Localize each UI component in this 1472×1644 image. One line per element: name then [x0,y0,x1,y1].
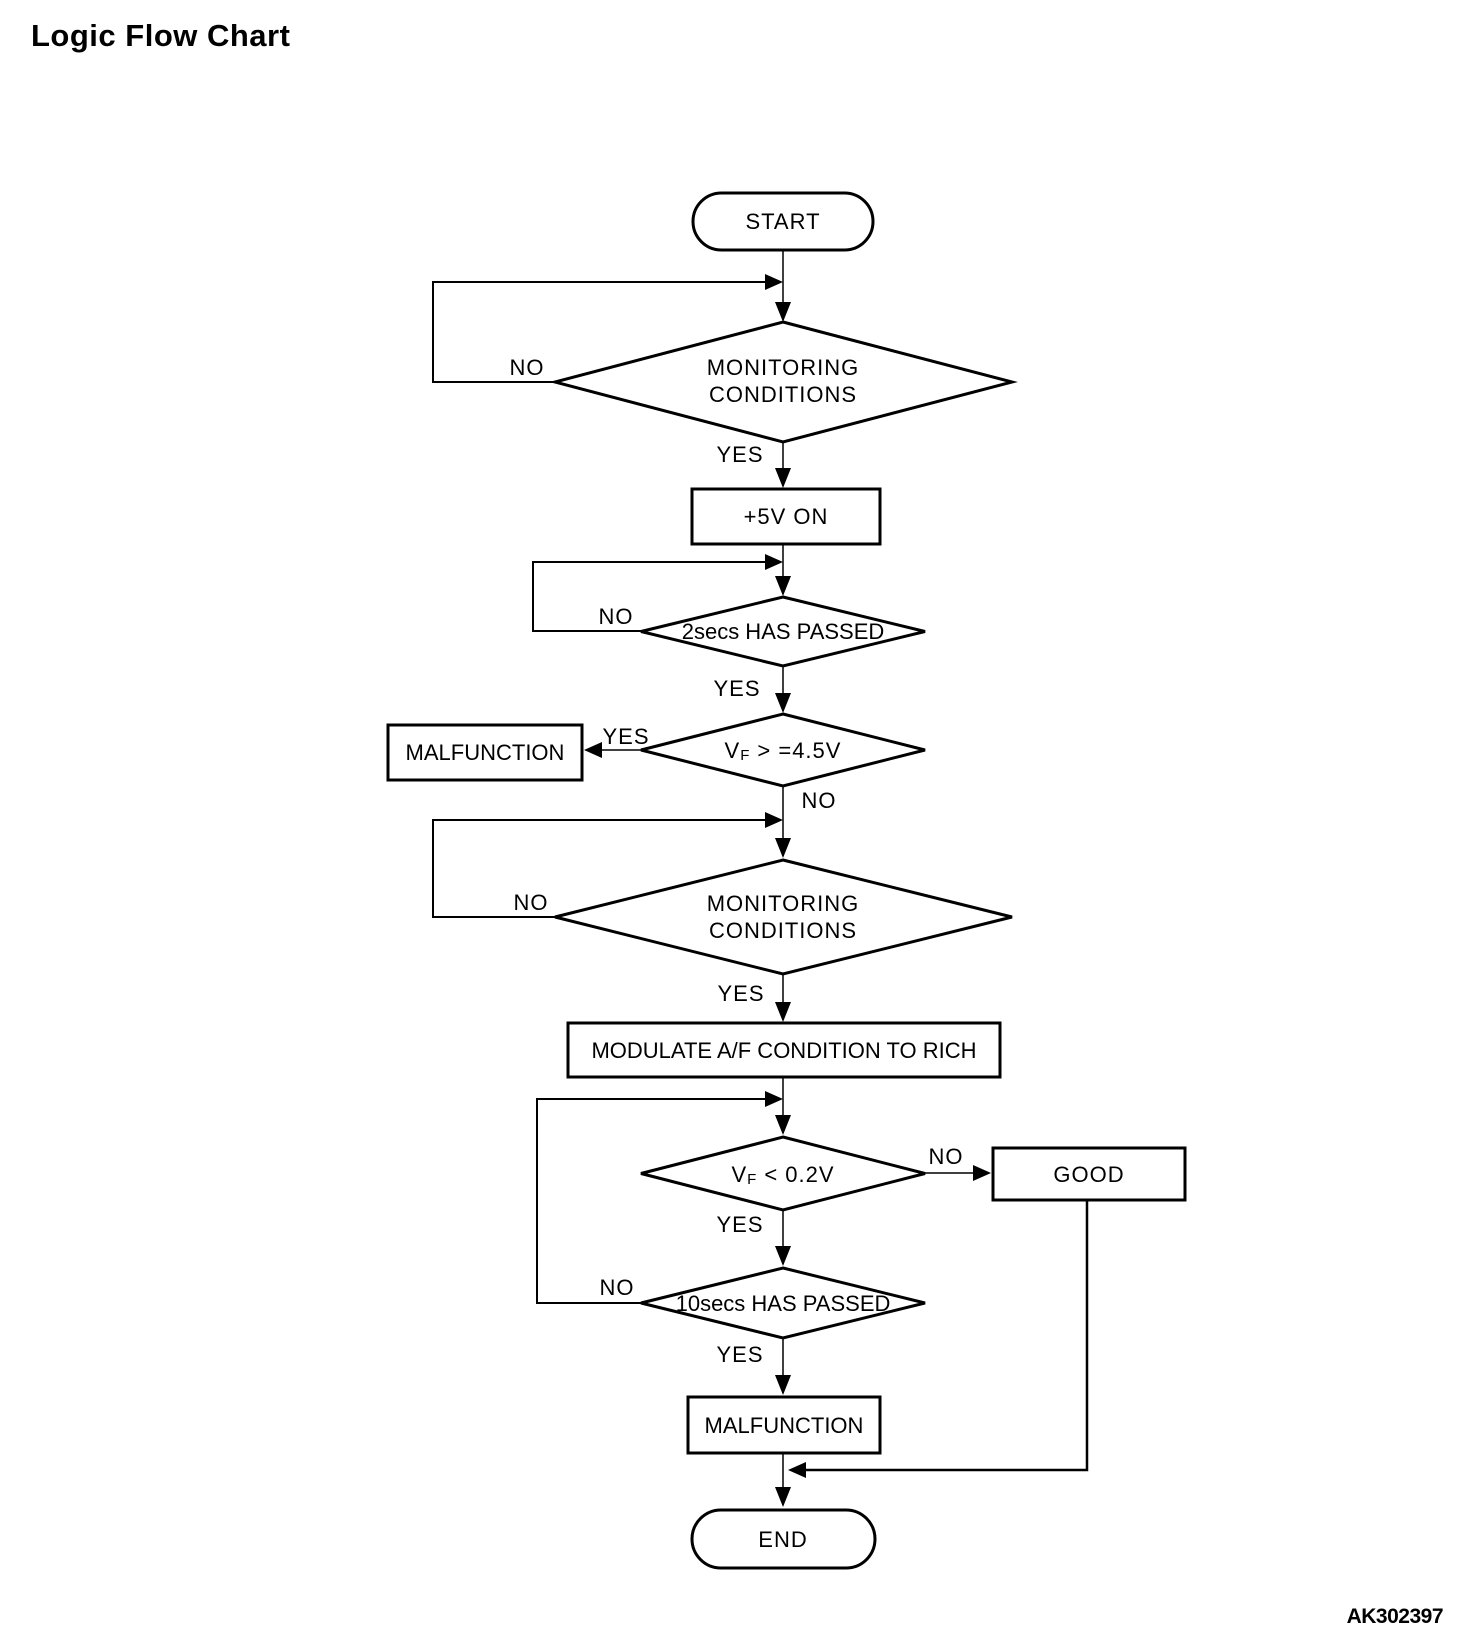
branch-labels: NO YES NO YES YES NO NO YES NO YES NO YE… [510,355,964,1367]
node-start: START [691,191,875,252]
malfunction1-process-shape [386,723,584,782]
edge-10secs-no-loop [536,1098,779,1304]
node-good: GOOD [991,1146,1187,1202]
label-no-2secs: NO [599,604,634,629]
monitoring1-label-line2: CONDITIONS [709,382,857,407]
arrowhead-monitoring1-no-loop [765,274,783,290]
label-no-10secs: NO [600,1275,635,1300]
node-plus-5v-on: +5V ON [690,487,882,546]
node-end: END [690,1508,877,1570]
good-label: GOOD [1053,1162,1124,1187]
edge-monitoring1-no-loop [432,281,779,383]
start-terminator-shape [691,191,875,252]
vflt-label-sub: F [747,1171,757,1188]
label-no-monitoring2: NO [514,890,549,915]
label-yes-vfgte: YES [602,724,649,749]
label-yes-10secs: YES [716,1342,763,1367]
arrowhead-good-join [788,1462,806,1478]
vflt-label-base: V [731,1162,747,1187]
start-label: START [745,209,820,234]
node-modulate-af-condition-to-rich: MODULATE A/F CONDITION TO RICH [566,1021,1002,1079]
arrowhead-into-2secs [775,576,791,596]
plus5v-process-shape [690,487,882,546]
node-vf-gte-4-5v: VF > =4.5V [640,712,926,788]
arrowhead-into-end [775,1487,791,1507]
arrowhead-into-monitoring1 [775,302,791,322]
label-yes-monitoring1: YES [716,442,763,467]
arrowhead-into-monitoring2 [775,838,791,858]
edge-monitoring2-no-loop [432,819,779,918]
end-terminator-shape [690,1508,877,1570]
figure-code: AK302397 [1347,1605,1443,1628]
node-vf-lt-0-2v: VF < 0.2V [640,1135,926,1212]
arrowhead-into-vfgte [775,693,791,713]
label-yes-monitoring2: YES [717,981,764,1006]
arrowhead-2secs-no-loop [765,554,783,570]
page-title: Logic Flow Chart [31,18,290,53]
node-10secs-has-passed: 10secs HAS PASSED [640,1266,926,1340]
modulate-label: MODULATE A/F CONDITION TO RICH [591,1038,976,1063]
modulate-process-shape [566,1021,1002,1079]
vfgte-label-rest: > =4.5V [757,738,841,763]
arrowhead-into-vflt [775,1115,791,1135]
monitoring2-label-line1: MONITORING [707,891,860,916]
malfunction1-label: MALFUNCTION [406,740,565,765]
label-no-monitoring1: NO [510,355,545,380]
edge-good-to-end [792,1200,1089,1472]
monitoring1-label-line1: MONITORING [707,355,860,380]
2secs-label: 2secs HAS PASSED [682,619,885,644]
arrowhead-into-modulate [775,1002,791,1022]
node-malfunction-2: MALFUNCTION [686,1395,882,1455]
end-label: END [758,1527,807,1552]
monitoring1-decision-shape [549,320,1018,444]
monitoring2-label-line2: CONDITIONS [709,918,857,943]
vfgte-label-sub: F [740,747,750,764]
arrowhead-into-plus5v [775,468,791,488]
vfgte-decision-shape [640,712,926,788]
vfgte-label: VF > =4.5V [725,738,842,764]
malfunction2-process-shape [686,1395,882,1455]
10secs-decision-shape [640,1266,926,1340]
arrowhead-into-malfunction1 [584,742,602,758]
node-2secs-has-passed: 2secs HAS PASSED [640,595,926,668]
arrowhead-10secs-no-loop [765,1091,783,1107]
node-malfunction-1: MALFUNCTION [386,723,584,782]
label-yes-2secs: YES [713,676,760,701]
vflt-label: VF < 0.2V [731,1162,834,1188]
2secs-decision-shape [640,595,926,668]
label-no-vflt: NO [929,1144,964,1169]
malfunction2-label: MALFUNCTION [705,1413,864,1438]
label-yes-vflt: YES [716,1212,763,1237]
good-process-shape [991,1146,1187,1202]
arrowhead-into-good [973,1165,991,1181]
arrowheads [584,274,991,1507]
monitoring2-decision-shape [554,858,1013,976]
arrowhead-monitoring2-no-loop [765,812,783,828]
label-no-vfgte: NO [802,788,837,813]
vfgte-label-base: V [725,738,741,763]
arrowhead-into-malfunction2 [775,1375,791,1395]
10secs-label: 10secs HAS PASSED [676,1291,891,1316]
plus5v-label: +5V ON [744,504,829,529]
edge-2secs-no-loop [532,561,779,632]
vflt-decision-shape [640,1135,926,1212]
vflt-label-rest: < 0.2V [764,1162,834,1187]
arrowhead-into-10secs [775,1246,791,1266]
